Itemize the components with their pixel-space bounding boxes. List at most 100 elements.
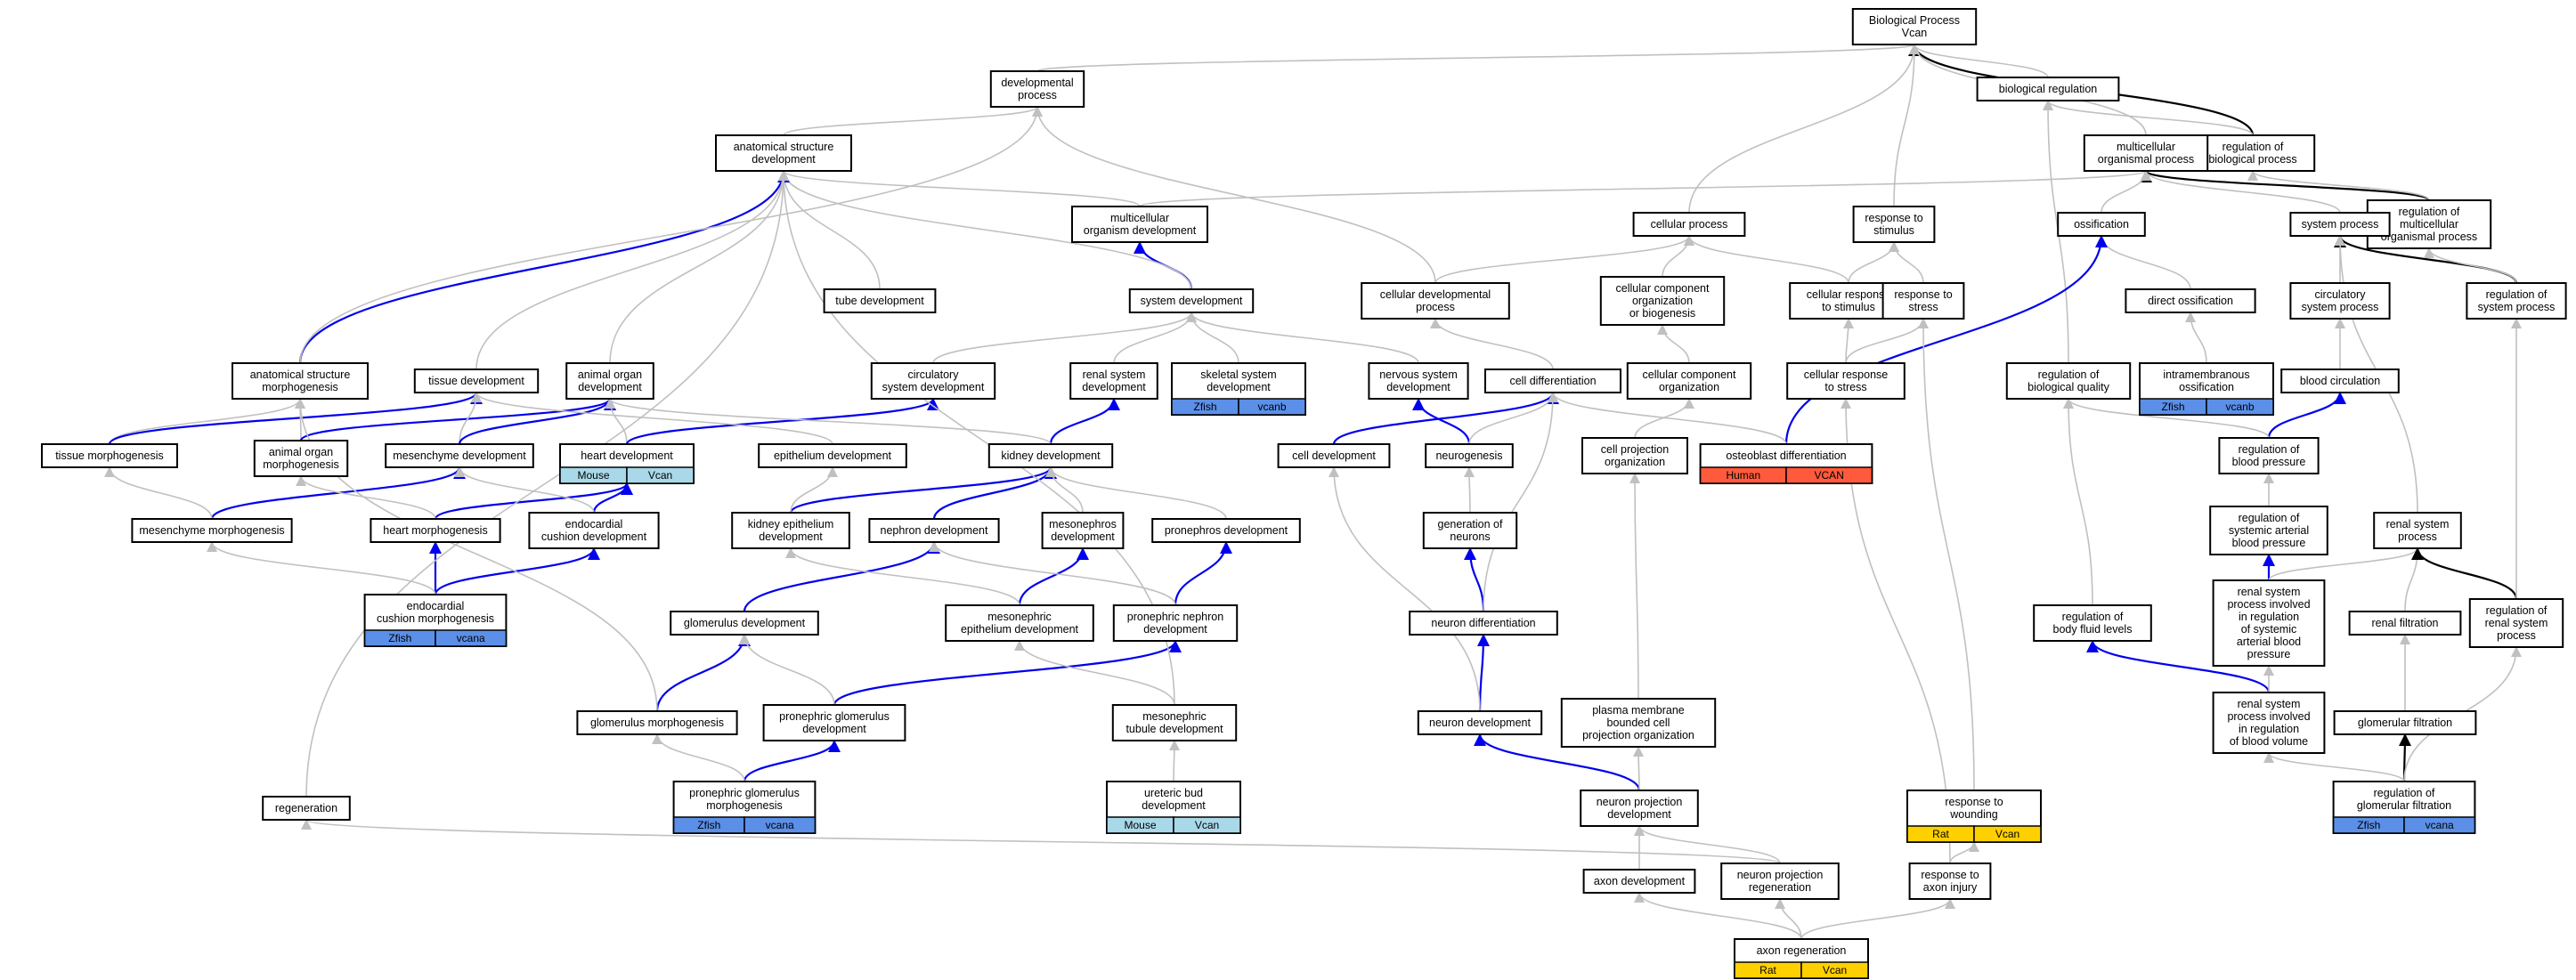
edge-neurdiff-to-genneur xyxy=(1464,547,1485,612)
edge-ccob-to-cellproc xyxy=(1662,235,1694,278)
node-regen[interactable]: regeneration xyxy=(262,796,351,821)
node-tubedev[interactable]: tube development xyxy=(823,288,937,313)
edge-path xyxy=(1842,318,1854,364)
node-label-line: regulation of xyxy=(2062,611,2124,623)
edge-path xyxy=(2086,640,2271,693)
node-renalfilt[interactable]: renal filtration xyxy=(2348,611,2462,636)
node-sysproc[interactable]: system process xyxy=(2289,212,2391,237)
edge-osteo-to-celldiff xyxy=(1548,392,1787,445)
node-mesmorph[interactable]: mesenchyme morphogenesis xyxy=(131,518,293,543)
node-label-line: developmental xyxy=(1001,77,1073,89)
edge-path xyxy=(743,740,841,782)
node-neurdiff[interactable]: neuron differentiation xyxy=(1409,611,1558,636)
node-tissuedev[interactable]: tissue development xyxy=(413,369,540,393)
node-neurogen[interactable]: neurogenesis xyxy=(1425,443,1514,468)
node-label-line: renal system xyxy=(2386,518,2450,530)
edge-kidneydev-to-renalsysdev xyxy=(1049,398,1120,445)
node-label-line: morphogenesis xyxy=(262,381,337,393)
node-epidev[interactable]: epithelium development xyxy=(758,443,907,468)
node-heartmorph[interactable]: heart morphogenesis xyxy=(370,518,501,543)
node-celldiff[interactable]: cell differentiation xyxy=(1484,369,1621,393)
edge-path xyxy=(652,733,745,782)
node-biolreg[interactable]: biological regulation xyxy=(1976,77,2120,101)
node-directossif[interactable]: direct ossification xyxy=(2125,288,2256,313)
node-glomfilt[interactable]: glomerular filtration xyxy=(2333,710,2477,735)
node-nephdev[interactable]: nephron development xyxy=(868,518,1000,543)
node-box xyxy=(565,362,654,400)
node-glomdev[interactable]: glomerulus development xyxy=(670,611,819,636)
node-box xyxy=(1277,443,1391,468)
edge-regmop-to-regbio xyxy=(2247,170,2430,201)
node-mesdev[interactable]: mesenchyme development xyxy=(385,443,534,468)
node-sysdev[interactable]: system development xyxy=(1128,288,1255,313)
node-axondev[interactable]: axon development xyxy=(1582,869,1696,894)
node-neurondev[interactable]: neuron development xyxy=(1417,710,1543,735)
node-cellproc[interactable]: cellular process xyxy=(1632,212,1746,237)
node-kidneydev[interactable]: kidney development xyxy=(987,443,1114,468)
node-pronephdev[interactable]: pronephros development xyxy=(1151,518,1301,543)
node-box xyxy=(1128,288,1255,313)
tag-cell xyxy=(1973,825,2042,843)
node-tissuemorph[interactable]: tissue morphogenesis xyxy=(41,443,178,468)
node-celldev[interactable]: cell development xyxy=(1277,443,1391,468)
node-glommorph[interactable]: glomerulus morphogenesis xyxy=(576,710,738,735)
edge-path xyxy=(1476,634,1490,712)
edge-path xyxy=(783,106,1043,136)
node-ossif[interactable]: ossification xyxy=(2057,212,2146,237)
edge-mesmorph-to-mesdev xyxy=(210,466,466,520)
node-bloodcirc[interactable]: blood circulation xyxy=(2280,369,2400,393)
